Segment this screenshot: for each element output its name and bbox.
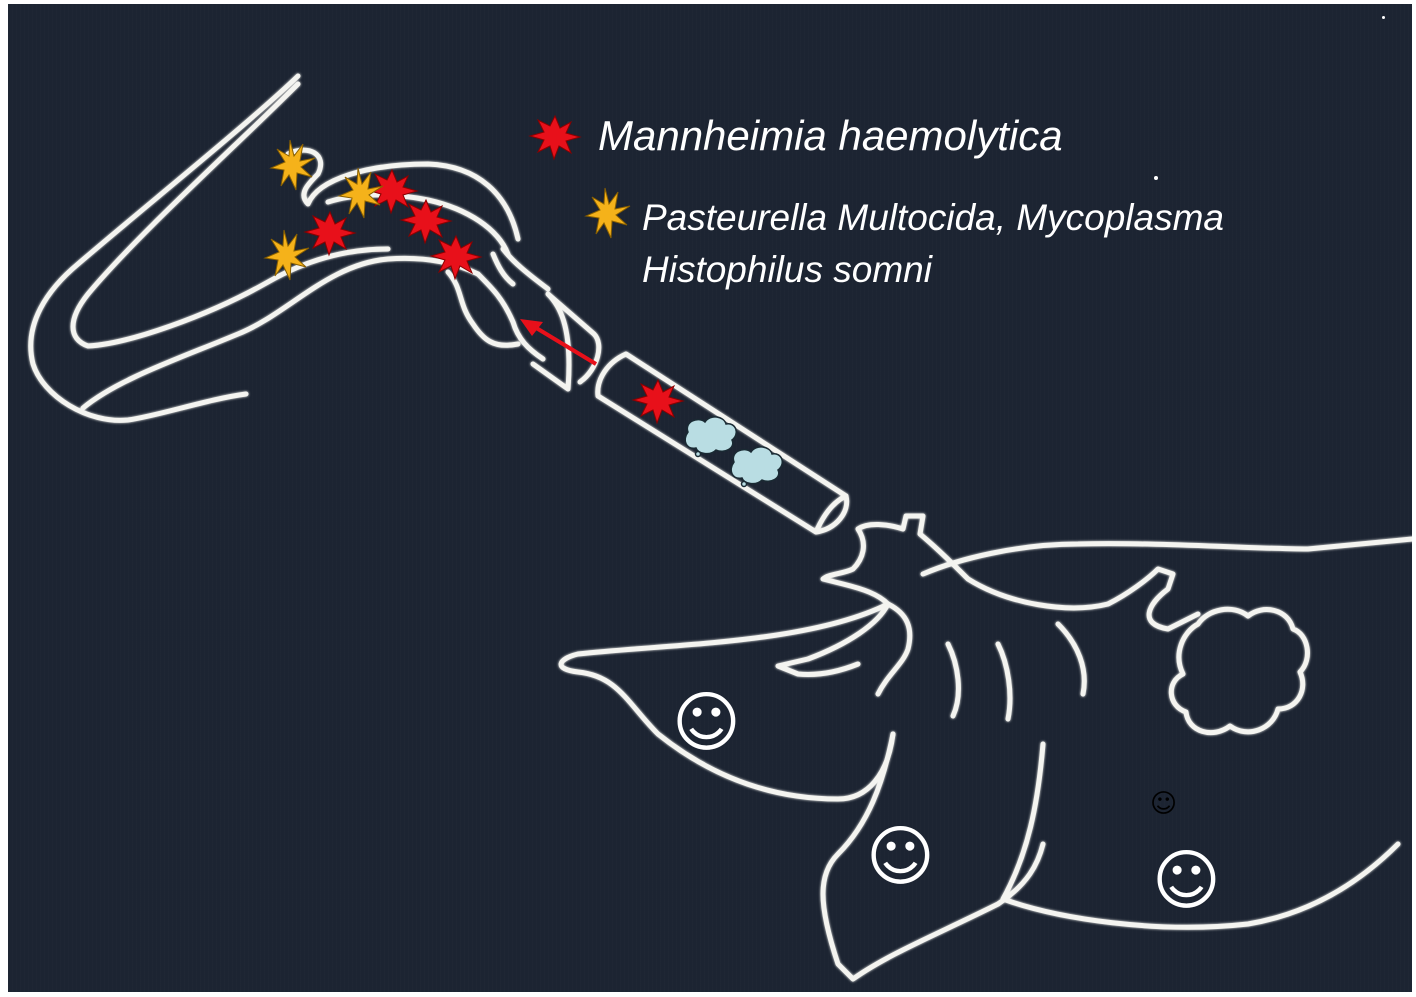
mannheimia-legend-star-icon	[530, 116, 580, 159]
mannheimia-star-icons	[305, 116, 683, 423]
larynx-outline	[448, 272, 543, 359]
smiley-icon: ☺	[866, 824, 935, 890]
mannheimia-star-icon	[305, 212, 355, 255]
slide-canvas: Mannheimia haemolytica Pasteurella Multo…	[8, 4, 1412, 992]
larynx-ring	[493, 249, 548, 289]
legend-pasteurella-label-line1: Pasteurella Multocida, Mycoplasma	[642, 197, 1224, 239]
smiley-icon: ☺	[1152, 848, 1221, 914]
pasteurella-legend-star-icon	[586, 188, 630, 238]
speck-decoration	[1382, 16, 1385, 19]
lung-dorsal-border	[923, 539, 1412, 574]
cloud-icons	[685, 417, 782, 487]
speck-decoration	[1154, 176, 1158, 180]
legend-mannheimia-label: Mannheimia haemolytica	[598, 112, 1063, 160]
legend-pasteurella-label-line2: Histophilus somni	[642, 249, 932, 291]
small-smiley-icon: ☺	[1150, 791, 1177, 817]
upper-airway-inner	[73, 84, 388, 346]
trachea-segment-upper	[533, 294, 599, 389]
alveoli-cluster	[1171, 609, 1307, 732]
smiley-icon: ☺	[672, 690, 741, 756]
pasteurella-star-icon	[265, 230, 309, 280]
